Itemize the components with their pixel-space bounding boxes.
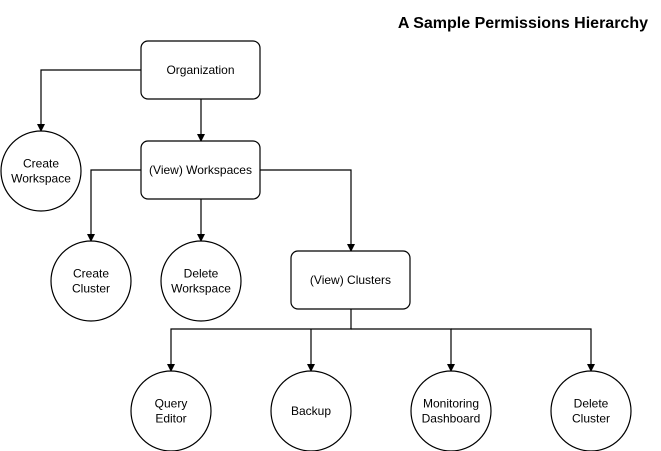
- node-shape-box: [290, 250, 411, 310]
- node-label: Cluster: [72, 282, 110, 296]
- node-view-workspaces: (View) Workspaces: [140, 140, 261, 200]
- edge-view-clusters-to-monitoring-dashboard: [351, 328, 455, 372]
- node-label: Backup: [291, 404, 331, 418]
- node-shape-circle: [270, 370, 352, 451]
- edge-organization-to-create-workspace: [37, 69, 141, 132]
- edges-layer: [37, 69, 595, 372]
- node-label: Create: [23, 157, 59, 171]
- node-label: Workspace: [11, 172, 71, 186]
- node-label: Monitoring: [423, 397, 479, 411]
- edge-view-clusters-to-query-editor: [167, 309, 352, 372]
- node-shape-circle: [50, 240, 132, 322]
- node-shape-box: [140, 40, 261, 100]
- node-label: (View) Clusters: [310, 273, 391, 287]
- node-label: Editor: [155, 412, 186, 426]
- edge-view-workspaces-to-create-cluster: [87, 169, 141, 242]
- node-backup: Backup: [270, 370, 352, 451]
- node-view-clusters: (View) Clusters: [290, 250, 411, 310]
- node-label: Cluster: [572, 412, 610, 426]
- node-shape-box: [140, 140, 261, 200]
- node-shape-circle: [130, 370, 212, 451]
- node-shape-circle: [0, 130, 82, 212]
- node-label: Workspace: [171, 282, 231, 296]
- node-label: (View) Workspaces: [149, 163, 252, 177]
- edge-view-workspaces-to-view-clusters: [260, 169, 355, 252]
- diagram-title: A Sample Permissions Hierarchy: [397, 15, 648, 32]
- node-shape-circle: [550, 370, 632, 451]
- node-label: Create: [73, 267, 109, 281]
- edge-view-clusters-to-delete-cluster: [451, 328, 595, 372]
- node-shape-circle: [160, 240, 242, 322]
- node-label: Organization: [166, 63, 234, 77]
- node-label: Delete: [184, 267, 219, 281]
- node-shape-circle: [410, 370, 492, 451]
- node-label: Delete: [574, 397, 609, 411]
- node-label: Query: [155, 397, 188, 411]
- node-label: Dashboard: [422, 412, 481, 426]
- node-organization: Organization: [140, 40, 261, 100]
